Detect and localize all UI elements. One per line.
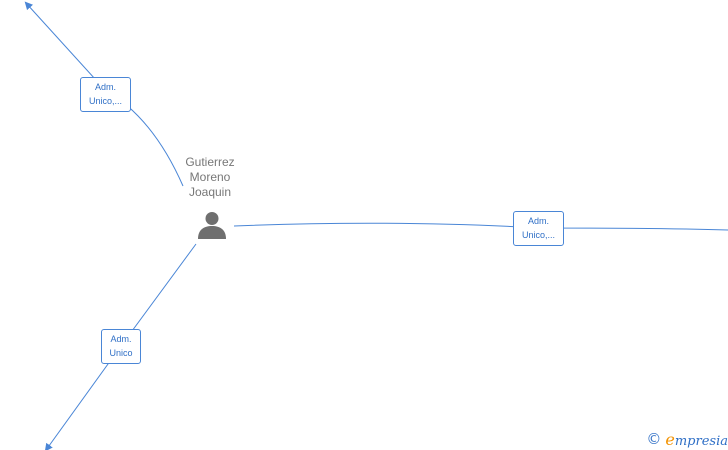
- person-icon[interactable]: [197, 210, 227, 240]
- edge-label-role: Adm.: [94, 82, 116, 92]
- person-name-line-1: Gutierrez: [185, 155, 235, 169]
- edge-label-role: Adm.: [527, 216, 549, 226]
- edge-label-top-left[interactable]: Adm. Unico,...: [80, 77, 131, 112]
- edge-label-role: Adm.: [110, 334, 132, 344]
- person-name-line-3: Joaquin: [188, 185, 232, 199]
- edge-label-right[interactable]: Adm. Unico,...: [513, 211, 564, 246]
- brand-logo: empresia: [665, 430, 728, 449]
- empresia-watermark: © empresia: [646, 429, 728, 449]
- edge-line-right[interactable]: [233, 222, 728, 231]
- edge-label-detail: Unico,...: [521, 230, 555, 240]
- edge-label-bottom-left[interactable]: Adm. Unico: [101, 329, 141, 364]
- edge-label-detail: Unico,...: [88, 96, 122, 106]
- edge-label-detail: Unico: [109, 348, 133, 358]
- brand-initial: e: [665, 429, 675, 449]
- person-name-line-2: Moreno: [189, 170, 231, 184]
- person-name[interactable]: Gutierrez Moreno Joaquin: [170, 155, 250, 200]
- copyright-icon: ©: [646, 430, 662, 448]
- brand-rest: mpresia: [674, 433, 728, 449]
